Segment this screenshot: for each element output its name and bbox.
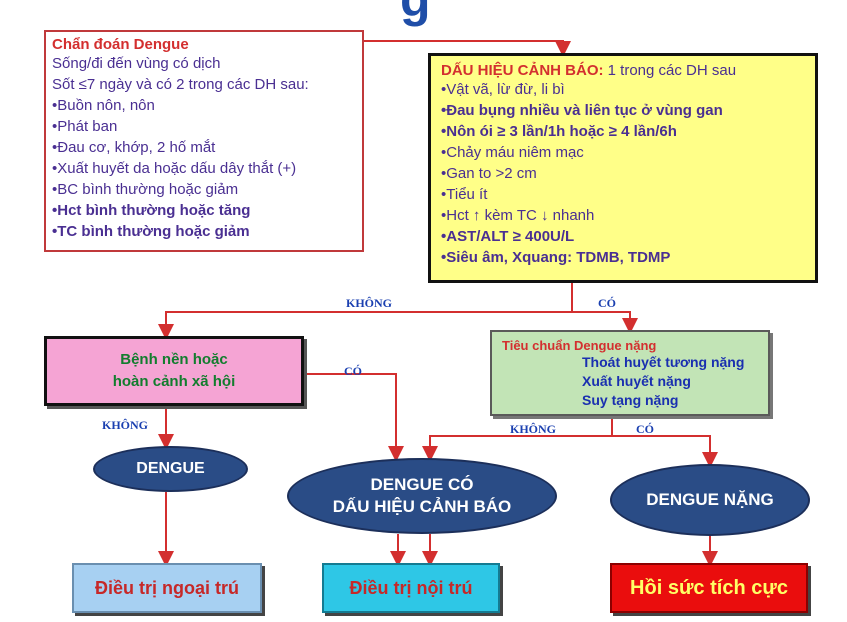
diagnosis-box: Chẩn đoán Dengue Sống/đi đến vùng có dịc… [44,30,364,252]
treatment-icu-box: Hồi sức tích cực [610,563,808,613]
warning-line: •Gan to >2 cm [441,165,537,182]
arrow-severe-no [422,435,612,462]
edge-label-no: KHÔNG [510,422,557,436]
diagnosis-line-bold: •TC bình thường hoặc giảm [52,223,250,240]
warning-title: DẤU HIỆU CẢNH BÁO: 1 trong các DH sau [441,62,805,79]
outcome-dengue-ellipse: DENGUE [93,446,248,492]
warning-line: •AST/ALT ≥ 400U/L [441,228,575,245]
severe-criteria-title: Tiêu chuẩn Dengue nặng [502,338,657,353]
edge-label-yes: CÓ [344,364,362,378]
severe-criteria-line: Suy tạng nặng [582,392,679,408]
warning-title-bold: DẤU HIỆU CẢNH BÁO: [441,62,604,79]
edge-label-yes: CÓ [636,422,654,436]
underlying-condition-box: Bệnh nền hoặc hoàn cảnh xã hội [44,336,304,406]
treatment-icu-label: Hồi sức tích cực [630,576,788,599]
edge-label-no: KHÔNG [102,418,149,432]
outcome-dengue-severe-ellipse: DENGUE NẶNG [610,464,810,536]
severe-criteria-line: Thoát huyết tương nặng [582,354,745,370]
underlying-line-2: hoàn cảnh xã hội [112,373,236,390]
arrow-severe-yes [612,435,718,468]
outcome-dengue-warning-ellipse: DENGUE CÓ DẤU HIỆU CẢNH BÁO [287,458,557,534]
underlying-line-1: Bệnh nền hoặc [120,351,228,368]
warning-line: •Hct ↑ kèm TC ↓ nhanh [441,207,595,224]
edge-label-yes: CÓ [598,296,616,310]
diagnosis-title: Chẩn đoán Dengue [52,36,189,53]
warning-signs-box: DẤU HIỆU CẢNH BÁO: 1 trong các DH sau •V… [428,53,818,283]
warning-line: •Vật vã, lừ đừ, li bì [441,81,565,98]
outcome-dengue-label: DENGUE [136,460,205,477]
warning-line: •Siêu âm, Xquang: TDMB, TDMP [441,249,671,266]
warning-line: •Chảy máu niêm mạc [441,144,584,161]
warning-line: •Nôn ói ≥ 3 lần/1h hoặc ≥ 4 lần/6h [441,123,677,140]
warning-line: •Tiểu ít [441,186,488,203]
severe-criteria-line: Xuất huyết nặng [582,373,691,389]
arrow-warning-no [158,311,572,340]
diagnosis-line: Sốt ≤7 ngày và có 2 trong các DH sau: [52,76,309,93]
diagnosis-line: •Đau cơ, khớp, 2 hố mắt [52,139,216,156]
diagnosis-line: Sống/đi đến vùng có dịch [52,55,221,72]
diagnosis-line-bold: •Hct bình thường hoặc tăng [52,202,251,219]
arrow-underlying-yes [304,373,404,462]
arrow-warning-yes [572,311,638,334]
outcome-dengue-warning-line-1: DENGUE CÓ [370,475,474,494]
severe-criteria-box: Tiêu chuẩn Dengue nặng Thoát huyết tương… [490,330,770,416]
diagnosis-line: •Xuất huyết da hoặc dấu dây thắt (+) [52,160,297,177]
outcome-dengue-severe-label: DENGUE NẶNG [646,490,774,509]
diagnosis-line: •Buồn nôn, nôn [52,97,155,114]
treatment-inpatient-box: Điều trị nội trú [322,563,500,613]
arrow-diagnosis-to-warning [364,40,571,57]
warning-title-rest: 1 trong các DH sau [603,62,737,79]
diagnosis-line: •BC bình thường hoặc giảm [52,181,239,198]
warning-line: •Đau bụng nhiều và liên tục ở vùng gan [441,102,723,119]
page-title-fragment: g [400,0,431,28]
treatment-inpatient-label: Điều trị nội trú [349,577,473,598]
outcome-dengue-warning-line-2: DẤU HIỆU CẢNH BÁO [332,497,512,516]
treatment-outpatient-box: Điều trị ngoại trú [72,563,262,613]
treatment-outpatient-label: Điều trị ngoại trú [95,577,239,598]
edge-label-no: KHÔNG [346,296,393,310]
diagnosis-line: •Phát ban [52,118,118,135]
